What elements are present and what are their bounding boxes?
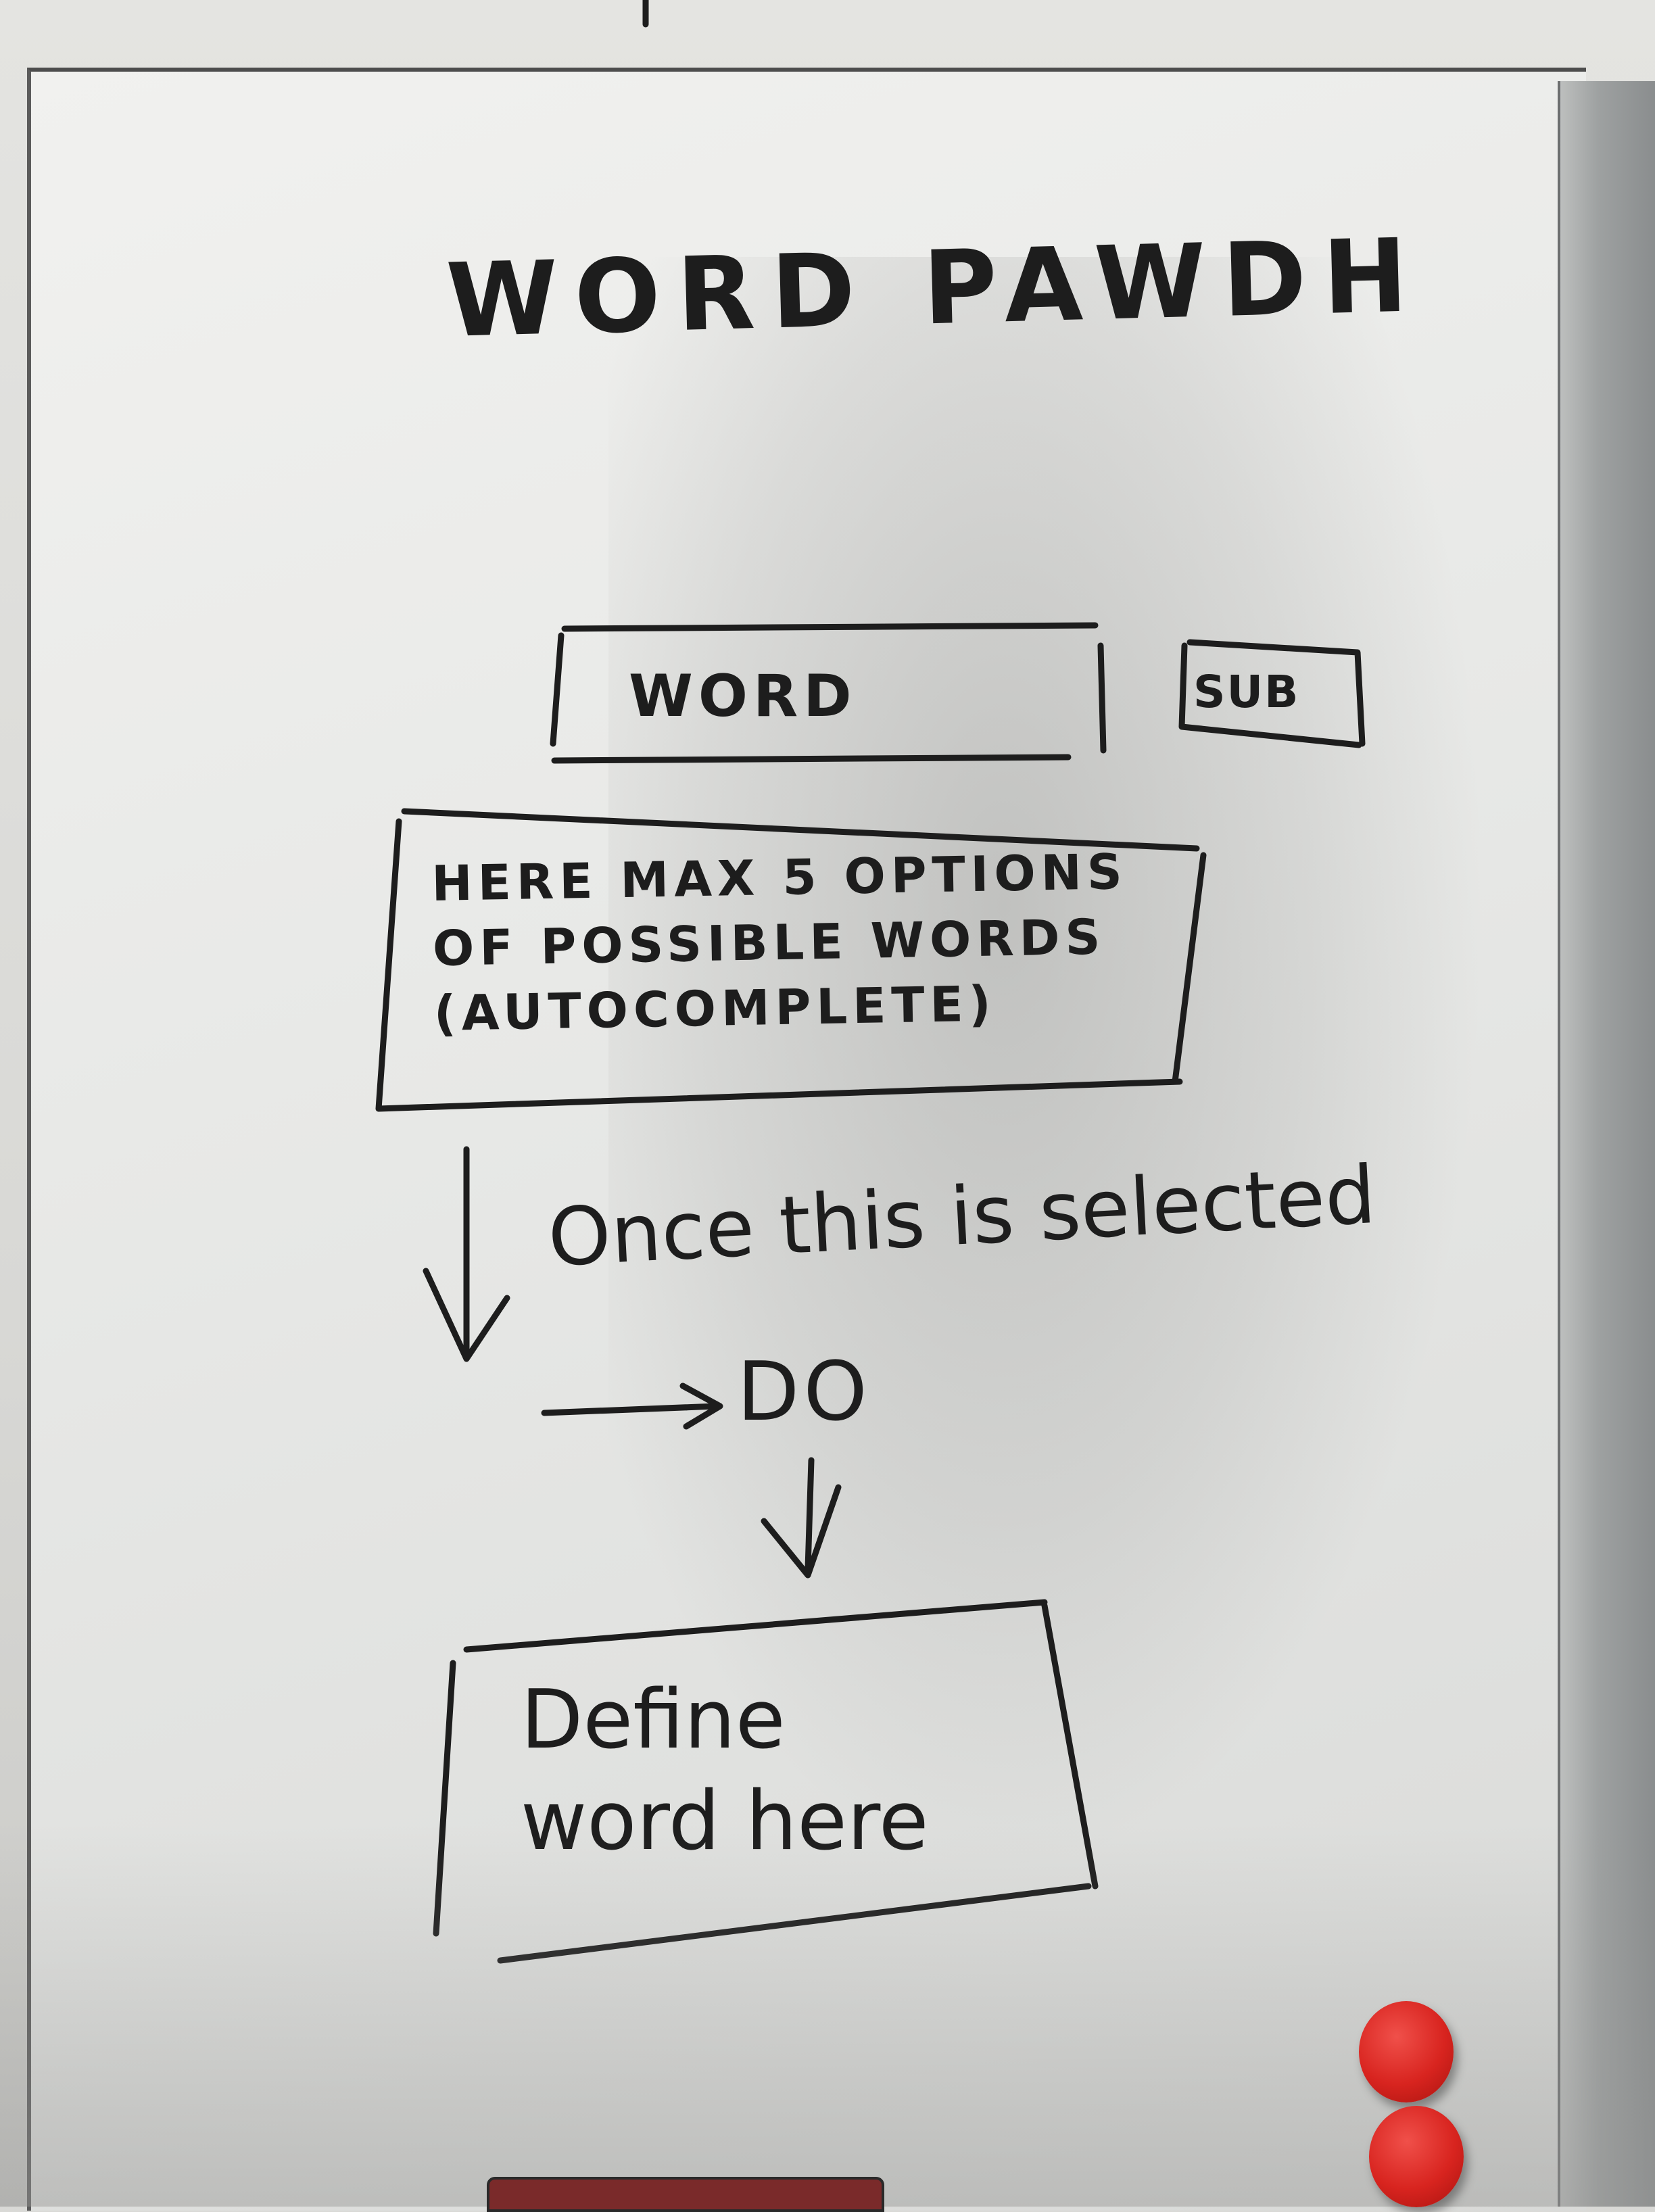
definition-line: Define [521,1673,786,1767]
definition-line: word here [521,1775,929,1869]
marker-tray [487,2177,884,2212]
autocomplete-description: HERE MAX 5 OPTIONS OF POSSIBLE WORDS (AU… [431,839,1130,1046]
red-magnet [1369,2106,1464,2207]
autocomplete-line: (AUTOCOMPLETE) [433,975,997,1042]
submit-button-label: SUB [1193,666,1300,718]
do-label: DO [737,1345,871,1439]
word-input-label: WORD [629,663,857,730]
down-arrow-left [423,1146,510,1362]
right-arrow-do [541,1382,723,1430]
definition-box-outline [433,1599,1099,1964]
definition-placeholder: Define word here [521,1670,929,1873]
whiteboard-frame-edge [1558,81,1655,2207]
submit-button-outline [1178,639,1366,748]
word-input-box-outline [550,622,1107,764]
autocomplete-line: OF POSSIBLE WORDS [432,908,1107,977]
down-arrow-center [761,1457,842,1579]
red-magnet [1359,2001,1454,2102]
whiteboard [27,68,1586,2211]
autocomplete-box-outline [375,808,1207,1112]
autocomplete-line: HERE MAX 5 OPTIONS [431,843,1128,912]
